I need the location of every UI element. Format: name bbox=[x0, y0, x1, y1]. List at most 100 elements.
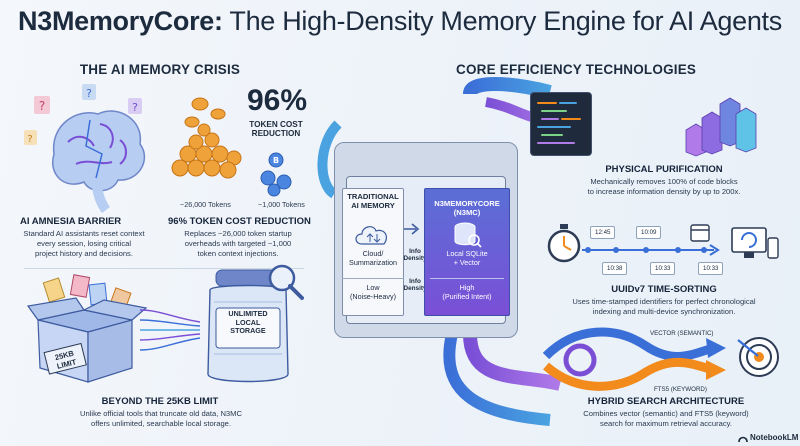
stat-caption-line-1: TOKEN COST bbox=[249, 120, 303, 129]
n3mc-title-line-2: (N3MC) bbox=[453, 207, 481, 217]
amnesia-line-2: every session, losing critical bbox=[36, 238, 132, 248]
arrow-right-icon bbox=[404, 223, 420, 235]
amnesia-title: AI AMNESIA BARRIER bbox=[20, 216, 122, 227]
code-lines-icon bbox=[537, 102, 581, 144]
traditional-divider bbox=[342, 278, 404, 279]
arrow-top-label: VECTOR (SEMANTIC) bbox=[650, 330, 714, 337]
hybrid-line-2: search for maximum retrieval accuracy. bbox=[600, 418, 732, 428]
svg-text:?: ? bbox=[39, 99, 45, 113]
svg-text:B: B bbox=[273, 156, 279, 165]
question-mark-icon: ? ? ? ? bbox=[24, 84, 142, 145]
n3mc-density: High (Purified Intent) bbox=[424, 283, 510, 301]
traditional-density-line-2: (Noise-Heavy) bbox=[350, 291, 396, 301]
uuid-stamp-5: 10:33 bbox=[698, 262, 724, 275]
stat-big: 96% bbox=[247, 84, 308, 117]
data-stream-lines bbox=[139, 309, 201, 351]
info-density-chip-top: Info Density bbox=[400, 248, 430, 263]
dense-blocks-icon bbox=[685, 97, 757, 157]
traditional-value-line-2: Summarization bbox=[349, 257, 397, 267]
n3mc-density-line-2: (Purified Intent) bbox=[442, 291, 492, 301]
n3mc-panel bbox=[424, 188, 510, 316]
n3mc-title-line-1: N3MEMORYCORE bbox=[434, 199, 500, 208]
info-density-chip-bottom: Info Density bbox=[400, 278, 430, 293]
svg-text:?: ? bbox=[27, 134, 32, 145]
traditional-density: Low (Noise-Heavy) bbox=[342, 283, 404, 301]
beyond-title: BEYOND THE 25KB LIMIT bbox=[101, 396, 219, 407]
reduction-line-1: Replaces ~26,000 token startup bbox=[184, 229, 292, 238]
brand-label: NotebookLM bbox=[750, 433, 799, 442]
uuid-line-1: Uses time-stamped identifiers for perfec… bbox=[572, 297, 756, 306]
n3mc-value: Local SQLite + Vector bbox=[424, 249, 510, 267]
right-heading: CORE EFFICIENCY TECHNOLOGIES bbox=[456, 62, 697, 77]
title-bold: N3MemoryCore: bbox=[18, 6, 223, 36]
left-heading: THE AI MEMORY CRISIS bbox=[79, 62, 241, 77]
arrow-bottom-label: FTS5 (KEYWORD) bbox=[654, 386, 707, 393]
timeline-line bbox=[582, 244, 720, 256]
hybrid-title: HYBRID SEARCH ARCHITECTURE bbox=[587, 396, 745, 407]
reduction-description: Replaces ~26,000 token startup overheads… bbox=[166, 229, 310, 259]
magnifier-icon bbox=[268, 264, 296, 292]
jar-label: UNLIMITED LOCAL STORAGE bbox=[216, 309, 280, 336]
uuid-stamp-2: 10:09 bbox=[636, 226, 662, 239]
calendar-icon bbox=[690, 224, 710, 242]
n3mc-title: N3MEMORYCORE (N3MC) bbox=[424, 199, 510, 217]
purification-line-1: Mechanically removes 100% of code blocks bbox=[590, 177, 738, 186]
amnesia-description: Standard AI assistants reset context eve… bbox=[8, 229, 160, 259]
chip-bottom-line-1: Info bbox=[409, 278, 421, 285]
amnesia-line-1: Standard AI assistants reset context bbox=[23, 229, 145, 238]
overflowing-box-illustration: 25KB LIMIT bbox=[26, 274, 148, 383]
hybrid-arrows bbox=[542, 327, 726, 391]
notebooklm-logo-icon bbox=[738, 436, 748, 443]
traditional-value: Cloud/ Summarization bbox=[342, 249, 404, 267]
jar-label-line-2: LOCAL bbox=[235, 317, 261, 327]
traditional-title: TRADITIONAL AI MEMORY bbox=[342, 192, 404, 210]
chip-top-line-2: Density bbox=[403, 255, 427, 263]
page-title: N3MemoryCore: The High-Density Memory En… bbox=[0, 6, 800, 37]
n3mc-divider bbox=[430, 278, 504, 279]
jar-label-line-1: UNLIMITED bbox=[228, 309, 268, 318]
svg-text:?: ? bbox=[86, 87, 92, 100]
traditional-title-line-2: AI MEMORY bbox=[351, 200, 395, 210]
traditional-title-line-1: TRADITIONAL bbox=[347, 192, 399, 201]
uuid-title: UUIDv7 TIME-SORTING bbox=[611, 284, 717, 295]
uuid-stamp-3: 10:38 bbox=[602, 262, 628, 275]
svg-text:?: ? bbox=[132, 101, 138, 114]
traditional-panel bbox=[342, 188, 404, 316]
uuid-line-2: indexing and multi-device synchronizatio… bbox=[592, 306, 736, 316]
n3mc-value-line-2: + Vector bbox=[453, 257, 481, 267]
purification-title: PHYSICAL PURIFICATION bbox=[605, 164, 723, 175]
amnesia-line-3: project history and decisions. bbox=[35, 248, 133, 258]
tokens-big-label: ~26,000 Tokens bbox=[180, 200, 231, 209]
n3mc-value-line-1: Local SQLite bbox=[446, 249, 488, 258]
small-coin-stack-icon: B bbox=[260, 152, 292, 197]
beyond-line-1: Unlike official tools that truncate old … bbox=[80, 409, 242, 418]
title-rest: The High-Density Memory Engine for AI Ag… bbox=[222, 6, 782, 36]
uuid-stamp-4: 10:33 bbox=[650, 262, 676, 275]
tokens-small-label: ~1,000 Tokens bbox=[258, 200, 305, 209]
hybrid-line-1: Combines vector (semantic) and FTS5 (key… bbox=[583, 409, 749, 418]
coin-pile-icon bbox=[171, 97, 242, 179]
reduction-line-3: token context injections. bbox=[197, 248, 279, 258]
stat-caption-line-2: REDUCTION bbox=[251, 129, 301, 139]
left-divider bbox=[24, 268, 304, 269]
uuid-description: Uses time-stamped identifiers for perfec… bbox=[534, 297, 794, 317]
n3mc-density-line-1: High bbox=[459, 283, 475, 292]
brain-illustration: ? ? ? ? bbox=[24, 84, 146, 213]
purification-description: Mechanically removes 100% of code blocks… bbox=[566, 177, 762, 197]
traditional-density-line-1: Low bbox=[366, 283, 380, 292]
database-icon bbox=[454, 222, 482, 248]
storage-jar-illustration bbox=[207, 264, 304, 383]
purification-line-2: to increase information density by up to… bbox=[587, 186, 741, 196]
beyond-line-2: offers unlimited, searchable local stora… bbox=[91, 418, 231, 428]
beyond-description: Unlike official tools that truncate old … bbox=[30, 409, 292, 429]
devices-sync-icon bbox=[731, 227, 779, 259]
stopwatch-icon bbox=[547, 224, 581, 263]
reduction-title: 96% TOKEN COST REDUCTION bbox=[168, 216, 311, 227]
stat-caption: TOKEN COST REDUCTION bbox=[236, 120, 316, 139]
hybrid-description: Combines vector (semantic) and FTS5 (key… bbox=[566, 409, 766, 429]
uuid-stamp-1: 12:45 bbox=[590, 226, 616, 239]
chip-top-line-1: Info bbox=[409, 248, 421, 255]
reduction-line-2: overheads with targeted ~1,000 bbox=[184, 238, 292, 248]
target-icon bbox=[737, 337, 779, 377]
